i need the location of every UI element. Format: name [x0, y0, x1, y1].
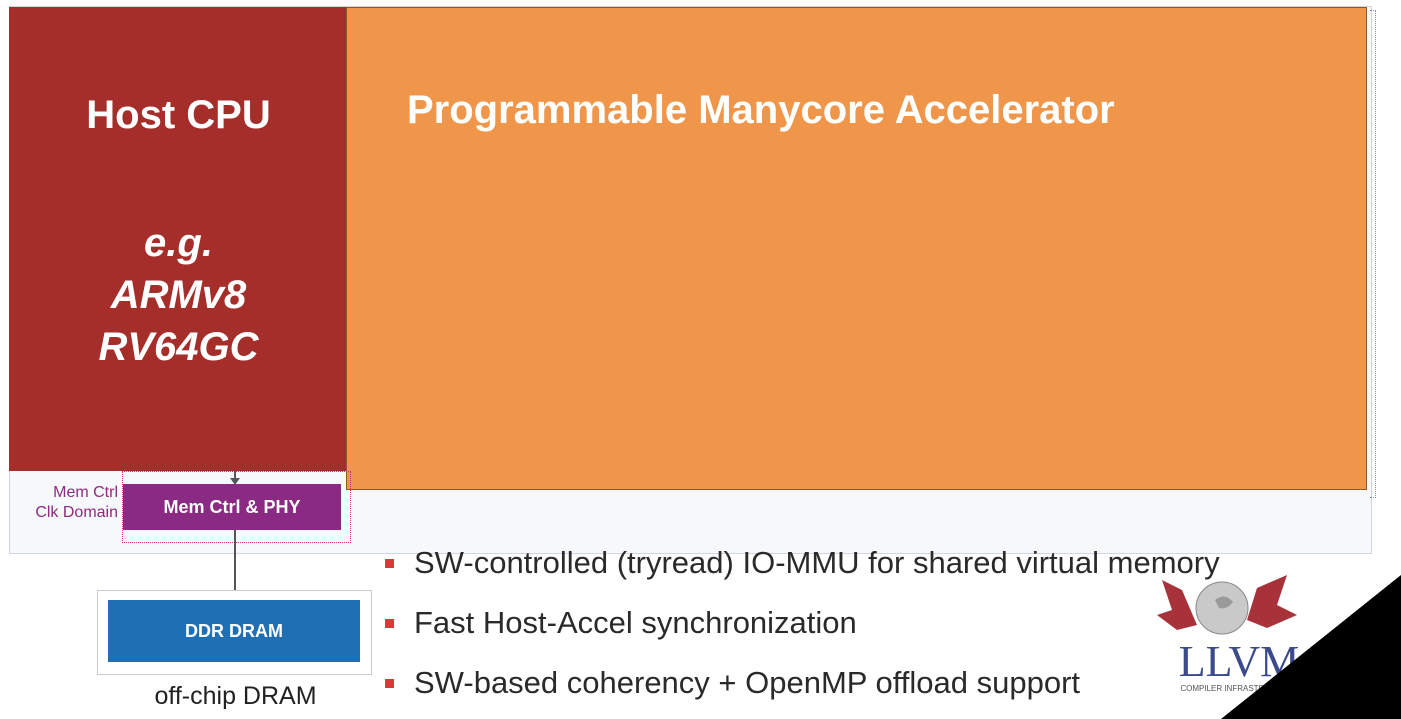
cpu-to-memctrl-arrowhead	[230, 478, 240, 485]
feature-text: SW-controlled (tryread) IO-MMU for share…	[414, 545, 1220, 580]
accelerator-title: Programmable Manycore Accelerator	[407, 88, 1115, 132]
dram-caption: off-chip DRAM	[154, 682, 317, 710]
bullet-icon	[385, 618, 394, 628]
feature-item: SW-controlled (tryread) IO-MMU for share…	[385, 533, 1220, 593]
host-cpu-title: Host CPU	[86, 93, 271, 137]
host-cpu-example: RV64GC	[98, 325, 259, 369]
feature-text: Fast Host-Accel synchronization	[414, 605, 857, 640]
dragon-wing-right	[1247, 575, 1297, 628]
dragon-wing-left	[1157, 580, 1197, 630]
mem-ctrl-domain-label-line: Clk Domain	[35, 504, 118, 521]
llvm-subtitle: COMPILER INFRASTRUCTURE	[1180, 684, 1297, 693]
feature-item: SW-based coherency + OpenMP offload supp…	[385, 653, 1185, 713]
mem-ctrl-clock-domain	[122, 471, 351, 543]
cpu-to-memctrl-line	[234, 471, 236, 481]
mem-ctrl-phy-block: Mem Ctrl & PHY	[123, 484, 341, 530]
memctrl-to-dram-line	[234, 530, 236, 595]
corner-wedge-shape	[1221, 575, 1401, 719]
host-cpu-example: ARMv8	[110, 273, 247, 317]
soc-frame-edge	[1370, 10, 1376, 498]
host-cpu-block: Host CPU e.g. ARMv8 RV64GC	[9, 7, 348, 471]
feature-list: SW-controlled (tryread) IO-MMU for share…	[385, 533, 1220, 713]
ddr-dram-block: DDR DRAM	[108, 600, 360, 662]
host-cpu-example: e.g.	[144, 221, 213, 265]
corner-wedge	[1221, 575, 1401, 719]
dragon-head	[1215, 596, 1233, 609]
mem-ctrl-domain-label-line: Mem Ctrl	[53, 484, 118, 501]
accelerator-block: Programmable Manycore Accelerator	[346, 7, 1367, 490]
feature-item: Fast Host-Accel synchronization	[385, 593, 1185, 653]
feature-text: SW-based coherency + OpenMP offload supp…	[414, 665, 1081, 700]
mem-ctrl-domain-label: Mem Ctrl Clk Domain	[18, 483, 118, 523]
llvm-dragon-logo-icon: LLVM COMPILER INFRASTRUCTURE	[1157, 575, 1299, 693]
bullet-icon	[385, 678, 394, 688]
host-cpu-examples: e.g. ARMv8 RV64GC	[9, 217, 348, 373]
bullet-icon	[385, 558, 394, 568]
